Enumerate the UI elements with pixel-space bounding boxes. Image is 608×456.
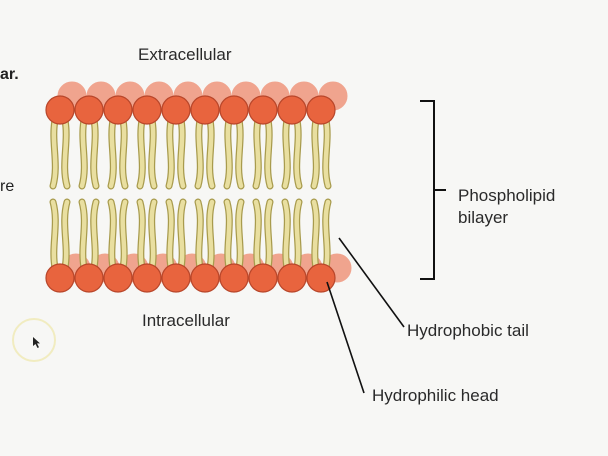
- tail: [224, 117, 232, 189]
- head: [306, 95, 336, 125]
- bilayer-bracket: [420, 100, 446, 280]
- tail: [253, 199, 261, 271]
- head: [190, 95, 220, 125]
- head: [277, 263, 307, 293]
- tail: [137, 117, 145, 189]
- tail: [91, 117, 99, 189]
- tail-pointer-line: [338, 237, 405, 328]
- head: [219, 263, 249, 293]
- cropped-text-mid-left: re: [0, 178, 15, 195]
- head: [103, 263, 133, 293]
- tail: [207, 117, 215, 189]
- tail: [265, 117, 273, 189]
- cursor-highlight-ring: [12, 318, 56, 362]
- tail: [323, 117, 331, 189]
- cropped-text-top-left: ar.: [0, 66, 19, 83]
- tail: [311, 117, 319, 189]
- head: [45, 95, 75, 125]
- tail: [50, 199, 58, 271]
- label-intracellular: Intracellular: [142, 311, 230, 330]
- tail: [137, 199, 145, 271]
- tail: [294, 199, 302, 271]
- tail: [207, 199, 215, 271]
- head: [190, 263, 220, 293]
- head-pointer-line: [326, 281, 365, 394]
- head: [277, 95, 307, 125]
- tail: [282, 199, 290, 271]
- head: [132, 263, 162, 293]
- tail: [236, 117, 244, 189]
- label-phospholipid: Phospholipid: [458, 186, 556, 205]
- tail: [195, 117, 203, 189]
- tail: [149, 117, 157, 189]
- tail: [50, 117, 58, 189]
- tail: [323, 199, 331, 271]
- label-hydrophobic-tail: Hydrophobic tail: [407, 321, 529, 340]
- tail: [311, 199, 319, 271]
- label-extracellular: Extracellular: [138, 45, 232, 64]
- tail: [91, 199, 99, 271]
- head: [103, 95, 133, 125]
- head: [161, 263, 191, 293]
- tail: [166, 117, 174, 189]
- tail: [253, 117, 261, 189]
- hydrophilic-heads-top: [45, 95, 336, 125]
- tail: [108, 199, 116, 271]
- tail: [224, 199, 232, 271]
- tail: [178, 117, 186, 189]
- tail: [265, 199, 273, 271]
- tail: [62, 199, 70, 271]
- tail: [108, 117, 116, 189]
- tail: [294, 117, 302, 189]
- tail: [79, 199, 87, 271]
- head: [306, 263, 336, 293]
- label-bilayer: bilayer: [458, 208, 509, 227]
- head: [248, 95, 278, 125]
- hydrophilic-heads-bottom: [45, 263, 336, 293]
- tail: [166, 199, 174, 271]
- head: [219, 95, 249, 125]
- mouse-cursor-icon: [33, 337, 40, 348]
- tail: [120, 199, 128, 271]
- tail: [236, 199, 244, 271]
- label-hydrophilic-head: Hydrophilic head: [372, 386, 499, 405]
- head: [74, 263, 104, 293]
- tail: [282, 117, 290, 189]
- head: [248, 263, 278, 293]
- head: [45, 263, 75, 293]
- tail: [149, 199, 157, 271]
- tail: [62, 117, 70, 189]
- head: [132, 95, 162, 125]
- tail: [178, 199, 186, 271]
- tail: [120, 117, 128, 189]
- head: [74, 95, 104, 125]
- tail: [195, 199, 203, 271]
- tail: [79, 117, 87, 189]
- head: [161, 95, 191, 125]
- hydrophobic-tails: [49, 116, 332, 272]
